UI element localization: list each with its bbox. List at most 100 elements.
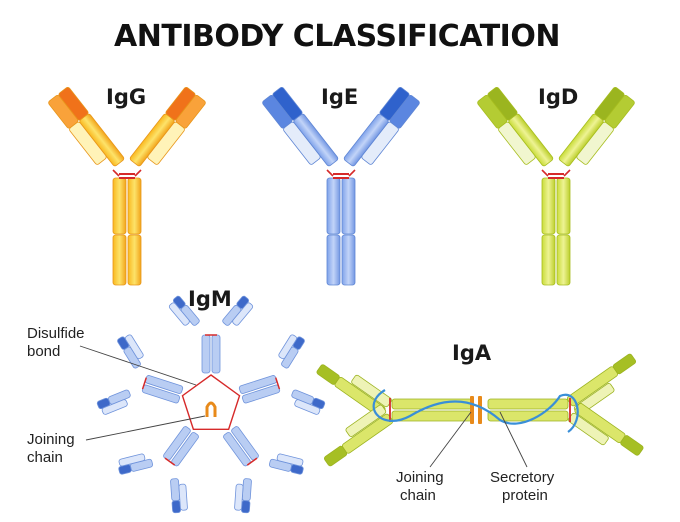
igm-fab-1-1	[168, 295, 200, 326]
igd-fc-upper-0	[541, 177, 556, 235]
igd-antibody	[477, 86, 635, 286]
igm-fab-light-1-1	[168, 302, 190, 326]
igg-fab-arm-left	[48, 86, 125, 167]
igg-label: IgG	[106, 85, 146, 109]
iga-label: IgA	[452, 341, 492, 365]
ige-fab-arm-right	[343, 86, 420, 167]
igm-monomer-5	[96, 334, 184, 415]
ige-light-constant-0	[283, 121, 321, 165]
igd-fab-arm-left	[477, 86, 554, 167]
igm-fab-2-2	[291, 389, 326, 415]
ige-disulfide-link-right	[348, 169, 356, 177]
diagram-title: ANTIBODY CLASSIFICATION	[114, 19, 560, 54]
igm-disulfide-ring	[181, 374, 241, 430]
igm-joining-chain-label-line2: chain	[27, 449, 63, 466]
igm-fab-3-2	[234, 478, 252, 514]
igm-stem-left-1	[201, 334, 211, 374]
ige-fc-lower-1	[341, 234, 356, 286]
disulfide-bond-label-line2: bond	[27, 343, 60, 360]
iga-fab-left-2	[323, 404, 394, 467]
igm-stem-right-1	[211, 334, 221, 374]
igm-fab-light-5-1	[101, 399, 128, 415]
iga-joining-chain-right	[478, 396, 482, 424]
igm-fab-5-2	[117, 334, 144, 369]
igg-disulfide-link-left	[112, 169, 120, 177]
iga-joining-chain-left	[470, 396, 474, 424]
igg-disulfide-link-right	[134, 169, 142, 177]
iga-fc-upper-left	[391, 398, 473, 410]
secretory-protein-label-line1: Secretory	[490, 469, 555, 486]
ige-fab-arm-left	[262, 86, 339, 167]
igm-fab-5-1	[96, 389, 131, 415]
igd-light-constant-0	[498, 121, 536, 165]
igm-hinge-bond-2	[275, 377, 281, 390]
igm-fab-light-2-1	[278, 334, 298, 360]
igm-joining-leader-line	[85, 415, 206, 441]
igm-hinge-bond-4	[164, 457, 176, 466]
igm-pentamer	[96, 295, 326, 514]
ige-label: IgE	[321, 85, 358, 109]
igm-fab-3-1	[268, 453, 304, 475]
igm-monomer-4	[118, 426, 199, 514]
igm-joining-chain	[205, 401, 217, 417]
igd-label: IgD	[538, 85, 578, 109]
igd-fc-upper-1	[556, 177, 571, 235]
igm-fab-light-4-2	[118, 453, 146, 467]
igm-fab-4-2	[118, 453, 154, 475]
iga-fab-variable-left-2	[323, 445, 348, 467]
iga-fab-variable-left-1	[316, 364, 340, 385]
igm-hinge-bond-3	[246, 457, 258, 466]
iga-fab-right-2	[568, 403, 644, 456]
igg-fc-lower-0	[112, 234, 127, 286]
igm-fab-constant-4-1	[170, 478, 181, 502]
ige-disulfide-link-left	[326, 169, 334, 177]
iga-joining-chain-label-line1: Joining	[396, 469, 444, 486]
igg-fc-lower-1	[127, 234, 142, 286]
iga-joining-leader-line	[429, 411, 472, 468]
ige-fc-lower-0	[326, 234, 341, 286]
igd-light-constant-1	[576, 121, 614, 165]
igm-monomer-2	[238, 334, 326, 415]
iga-dimer	[316, 353, 644, 467]
igg-fc-upper-0	[112, 177, 127, 235]
igd-fab-arm-right	[558, 86, 635, 167]
igg-light-constant-0	[69, 121, 107, 165]
igm-fab-constant-3-2	[241, 478, 252, 502]
secretory-protein-label-line2: protein	[502, 487, 548, 504]
igm-joining-chain-label-line1: Joining	[27, 431, 75, 448]
igd-fc-lower-1	[556, 234, 571, 286]
igm-fab-2-1	[278, 334, 305, 369]
ige-fc-upper-0	[326, 177, 341, 235]
igm-fab-4-1	[170, 478, 188, 514]
igm-fab-light-1-2	[232, 302, 254, 326]
igm-fab-1-2	[222, 295, 254, 326]
ige-fc-upper-1	[341, 177, 356, 235]
secretory-leader-line	[499, 411, 528, 468]
igd-disulfide-link-right	[563, 169, 571, 177]
igg-fc-upper-1	[127, 177, 142, 235]
igm-monomer-3	[223, 426, 304, 514]
igg-light-constant-1	[147, 121, 185, 165]
iga-secretory-protein	[372, 389, 579, 433]
igm-fab-light-3-2	[234, 483, 244, 511]
ige-antibody	[262, 86, 420, 286]
iga-fc-upper-right	[487, 398, 569, 410]
igm-fab-light-5-2	[124, 334, 144, 360]
igm-label: IgM	[188, 287, 232, 311]
igm-fab-variable-4-1	[171, 500, 181, 514]
iga-fab-variable-right-2	[620, 435, 644, 456]
igm-fab-light-4-1	[178, 483, 188, 511]
igd-fc-lower-0	[541, 234, 556, 286]
ige-light-constant-1	[361, 121, 399, 165]
igg-antibody	[48, 86, 206, 286]
igm-fab-light-3-1	[276, 453, 304, 467]
iga-fab-variable-right-1	[612, 353, 637, 375]
igm-fab-light-2-2	[294, 399, 321, 415]
igm-monomer-1	[168, 295, 254, 374]
iga-joining-chain-label-line2: chain	[400, 487, 436, 504]
igg-fab-arm-right	[129, 86, 206, 167]
igd-disulfide-link-left	[541, 169, 549, 177]
igm-fab-variable-3-2	[241, 500, 251, 514]
disulfide-bond-label-line1: Disulfide	[27, 325, 85, 342]
